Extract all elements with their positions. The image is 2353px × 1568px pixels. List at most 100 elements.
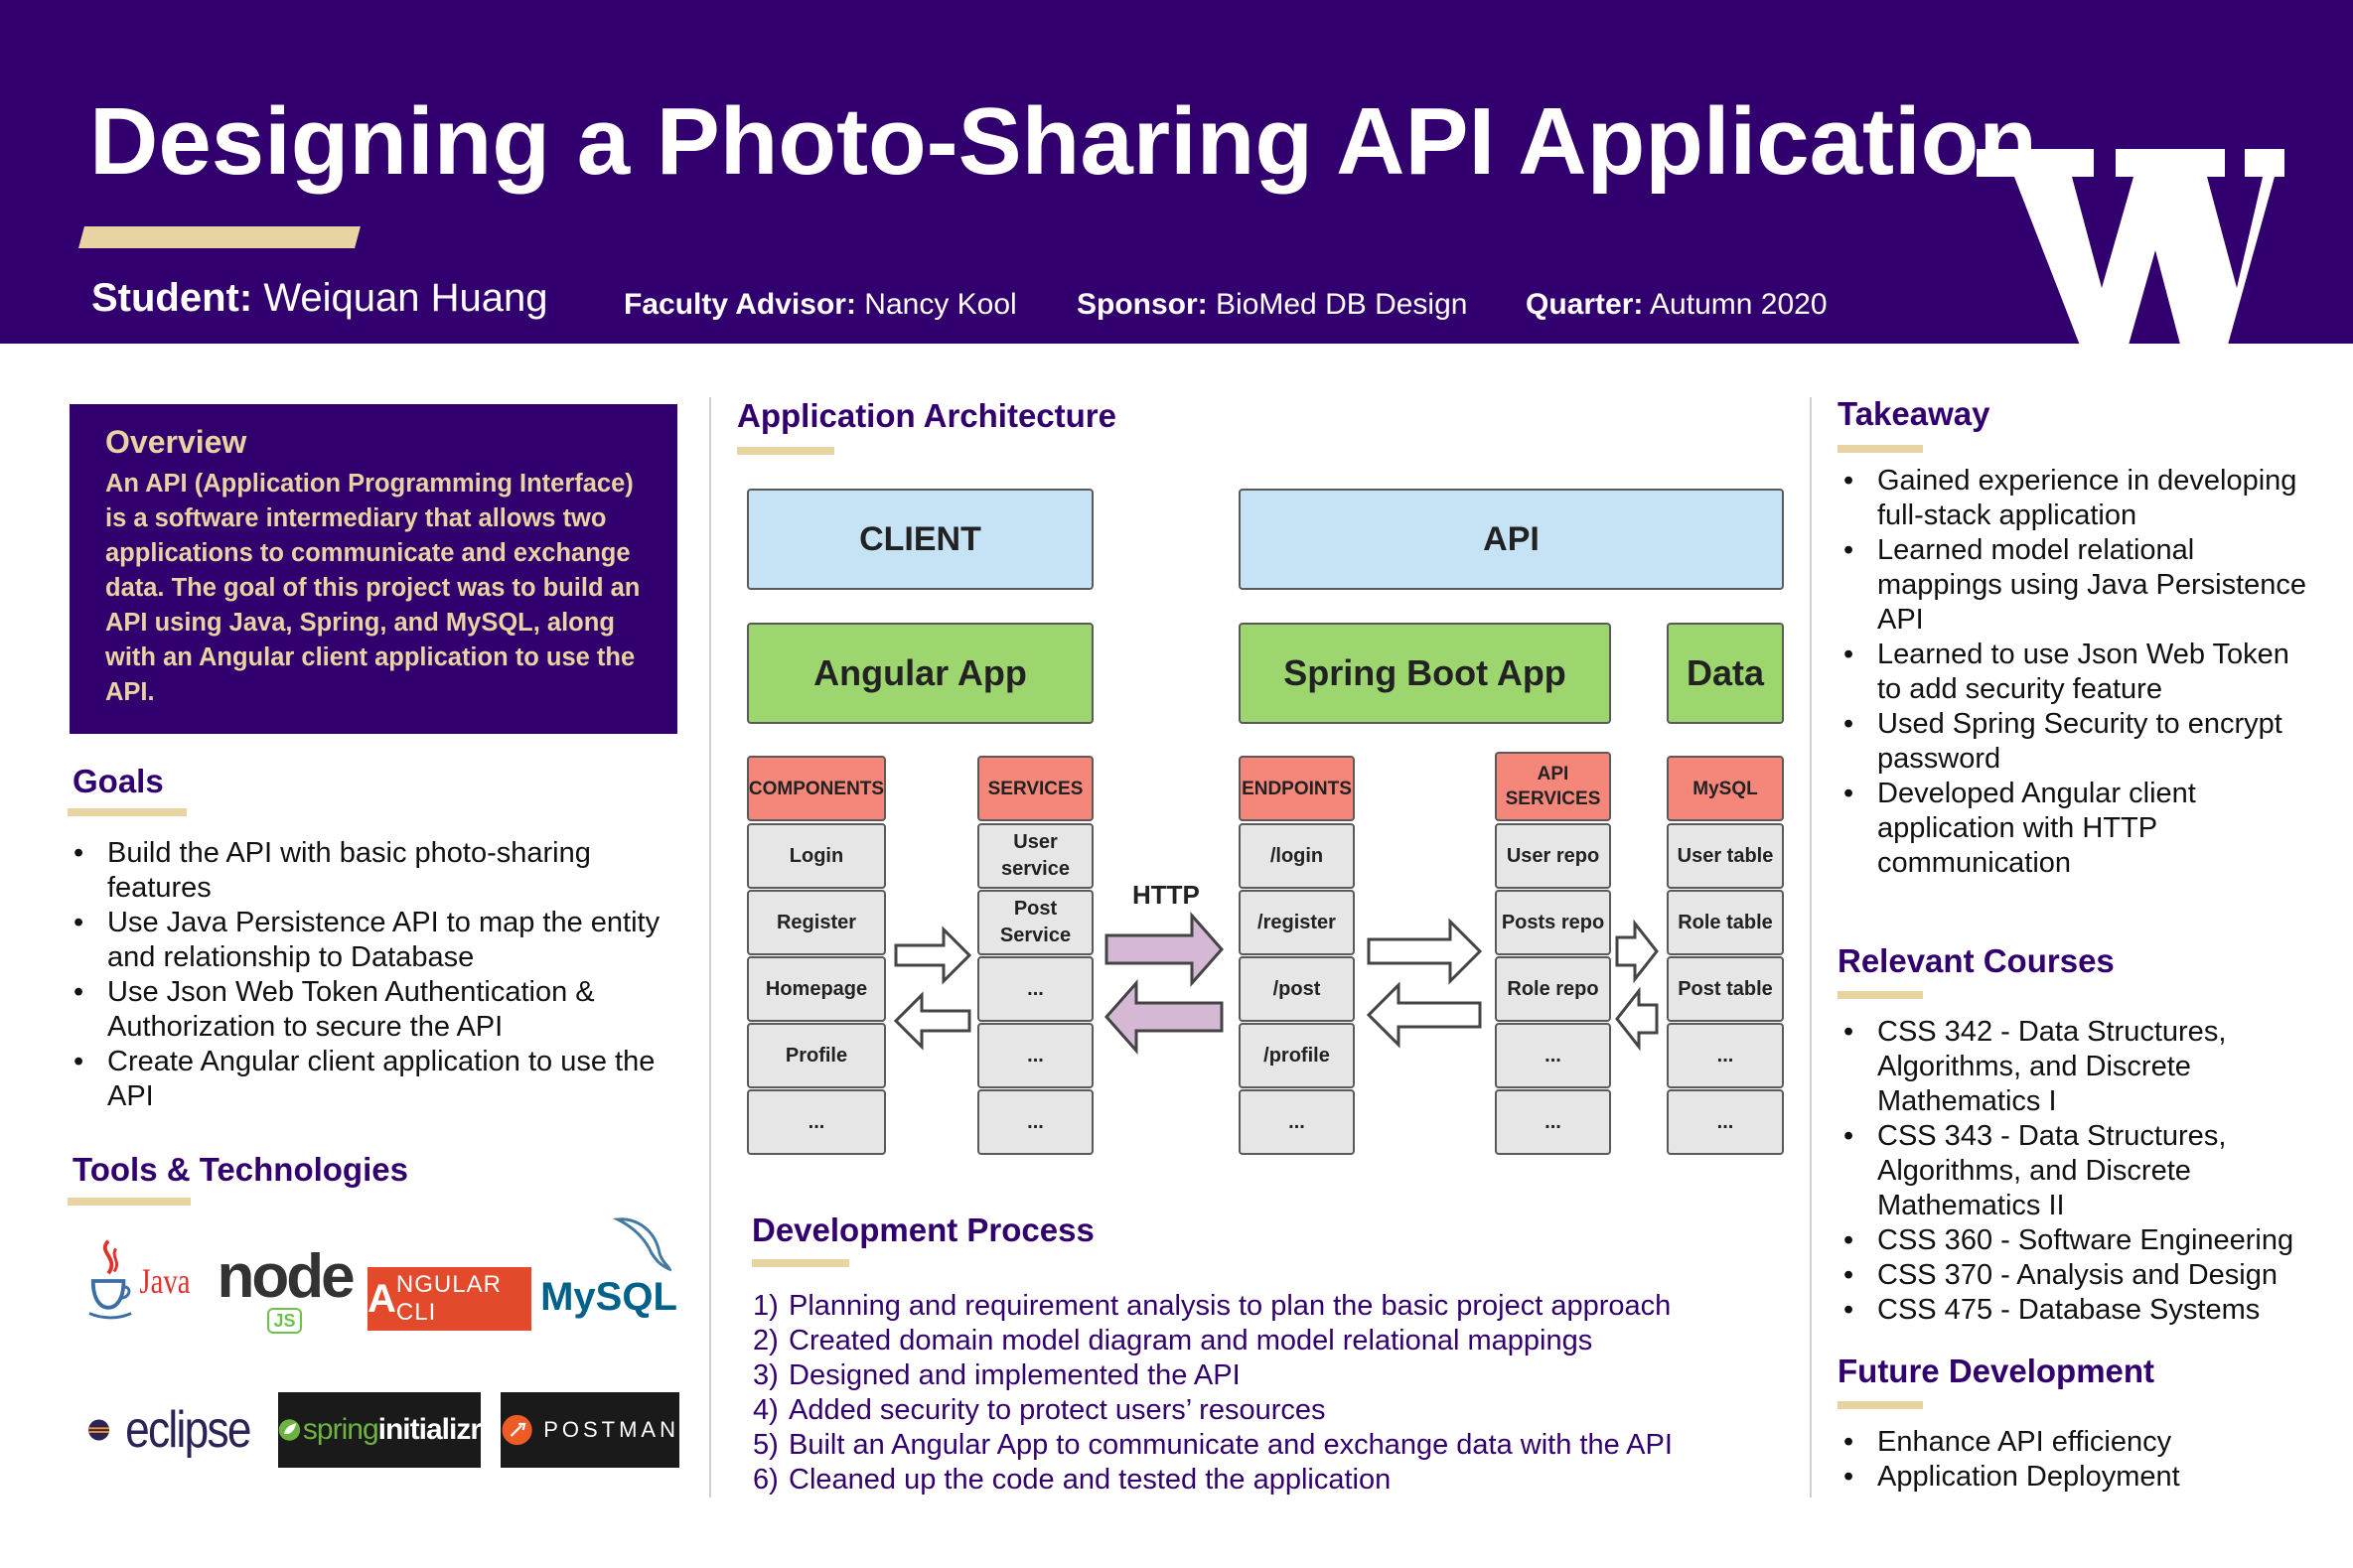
list-item: Gained experience in developing full-sta… (1839, 464, 2316, 533)
list-item: Developed Angular client application wit… (1839, 777, 2316, 881)
mysql-cell: Post table (1667, 956, 1784, 1022)
list-item: CSS 475 - Database Systems (1839, 1293, 2306, 1328)
step-text: Built an Angular App to communicate and … (789, 1429, 1673, 1461)
sponsor-label: Sponsor: (1077, 288, 1208, 321)
eclipse-icon (88, 1419, 110, 1441)
step-number: 6) (753, 1464, 779, 1496)
angular-cli-logo-text: NGULAR CLI (395, 1271, 502, 1326)
angular-app-box: Angular App (747, 623, 1094, 724)
spring-leaf-icon (278, 1419, 301, 1441)
postman-logo-text: POSTMAN (543, 1417, 679, 1442)
component-cell: Homepage (747, 956, 886, 1022)
advisor-name: Nancy Kool (864, 288, 1017, 321)
endpoint-cell: ... (1239, 1089, 1355, 1155)
left-arrow-icon (1615, 986, 1659, 1052)
tools-underline (68, 1198, 191, 1206)
data-box: Data (1667, 623, 1784, 724)
list-item: CSS 343 - Data Structures, Algorithms, a… (1839, 1119, 2306, 1223)
future-underline (1838, 1401, 1923, 1409)
dolphin-icon (612, 1217, 671, 1272)
takeaway-list: Gained experience in developing full-sta… (1839, 464, 2316, 881)
endpoints-header: ENDPOINTS (1239, 756, 1355, 821)
service-cell: ... (977, 1089, 1094, 1155)
angular-cli-logo: A NGULAR CLI (368, 1267, 531, 1331)
mysql-header: MySQL (1667, 756, 1784, 821)
courses-underline (1838, 991, 1923, 999)
header-banner: Designing a Photo-Sharing API Applicatio… (0, 0, 2353, 356)
api-services-header: API SERVICES (1495, 752, 1611, 821)
student-label: Student: (91, 276, 253, 320)
mysql-logo-text: MySQL (540, 1274, 677, 1319)
client-box: CLIENT (747, 489, 1094, 590)
component-cell: ... (747, 1089, 886, 1155)
step-text: Added security to protect users’ resourc… (789, 1394, 1326, 1426)
right-arrow-icon (894, 926, 972, 985)
column-divider-left (709, 397, 711, 1497)
list-item: 2) Created domain model diagram and model… (753, 1324, 1796, 1358)
list-item: Create Angular client application to use… (70, 1045, 685, 1114)
spring-boot-app-box: Spring Boot App (1239, 623, 1611, 724)
endpoint-cell: /register (1239, 890, 1355, 955)
list-item: CSS 342 - Data Structures, Algorithms, a… (1839, 1015, 2306, 1119)
courses-list: CSS 342 - Data Structures, Algorithms, a… (1839, 1015, 2306, 1328)
initializr-logo-text: initializr (377, 1413, 482, 1446)
component-cell: Register (747, 890, 886, 955)
service-cell: User service (977, 823, 1094, 889)
step-number: 1) (753, 1290, 779, 1322)
list-item: Learned to use Json Web Token to add sec… (1839, 638, 2316, 707)
goals-list: Build the API with basic photo-sharing f… (70, 836, 685, 1114)
list-item: Build the API with basic photo-sharing f… (70, 836, 685, 906)
list-item: Application Deployment (1839, 1460, 2306, 1495)
java-cup-icon (88, 1239, 132, 1320)
eclipse-logo: eclipse (87, 1394, 261, 1466)
step-number: 4) (753, 1394, 779, 1426)
endpoint-cell: /profile (1239, 1023, 1355, 1088)
components-header: COMPONENTS (747, 756, 886, 821)
quarter-value: Autumn 2020 (1650, 288, 1828, 321)
mysql-logo: MySQL (540, 1213, 677, 1333)
step-number: 2) (753, 1325, 779, 1356)
overview-text: An API (Application Programming Interfac… (105, 470, 641, 706)
api-box: API (1239, 489, 1784, 590)
list-item: Used Spring Security to encrypt password (1839, 707, 2316, 777)
list-item: 1)Planning and requirement analysis to p… (753, 1289, 1796, 1324)
advisor-info: Faculty Advisor: Nancy Kool (624, 288, 1017, 322)
nodejs-logo-sub: JS (267, 1308, 302, 1334)
spring-logo-text: spring (302, 1413, 379, 1446)
postman-logo: POSTMAN (501, 1392, 679, 1468)
nodejs-logo-text: node (217, 1242, 355, 1311)
nodejs-logo: node JS (217, 1235, 356, 1345)
future-title: Future Development (1838, 1353, 2155, 1389)
api-service-cell: ... (1495, 1023, 1611, 1088)
goals-underline (68, 808, 187, 816)
quarter-info: Quarter: Autumn 2020 (1526, 288, 1828, 322)
sponsor-info: Sponsor: BioMed DB Design (1077, 288, 1467, 322)
architecture-title: Application Architecture (737, 397, 1116, 434)
list-item: CSS 370 - Analysis and Design (1839, 1258, 2306, 1293)
student-name: Weiquan Huang (263, 276, 548, 320)
step-text: Cleaned up the code and tested the appli… (789, 1464, 1392, 1496)
component-cell: Login (747, 823, 886, 889)
takeaway-underline (1838, 445, 1923, 453)
takeaway-title: Takeaway (1838, 395, 1990, 432)
development-underline (752, 1259, 849, 1267)
java-logo-text: Java (139, 1261, 191, 1301)
services-header: SERVICES (977, 756, 1094, 821)
sponsor-name: BioMed DB Design (1216, 288, 1468, 321)
api-service-cell: User repo (1495, 823, 1611, 889)
left-arrow-icon (893, 991, 971, 1051)
advisor-label: Faculty Advisor: (624, 288, 856, 321)
http-request-arrow-icon (1104, 912, 1225, 987)
step-number: 5) (753, 1429, 779, 1461)
quarter-label: Quarter: (1526, 288, 1644, 321)
service-cell: Post Service (977, 890, 1094, 955)
postman-icon (502, 1414, 532, 1446)
mysql-cell: ... (1667, 1023, 1784, 1088)
api-service-cell: ... (1495, 1089, 1611, 1155)
step-text: Created domain model diagram and model r… (789, 1325, 1593, 1356)
component-cell: Profile (747, 1023, 886, 1088)
list-item: 5) Built an Angular App to communicate an… (753, 1428, 1796, 1463)
overview-title: Overview (105, 424, 247, 460)
step-text: Designed and implemented the API (789, 1359, 1241, 1391)
left-arrow-icon (1366, 981, 1482, 1049)
